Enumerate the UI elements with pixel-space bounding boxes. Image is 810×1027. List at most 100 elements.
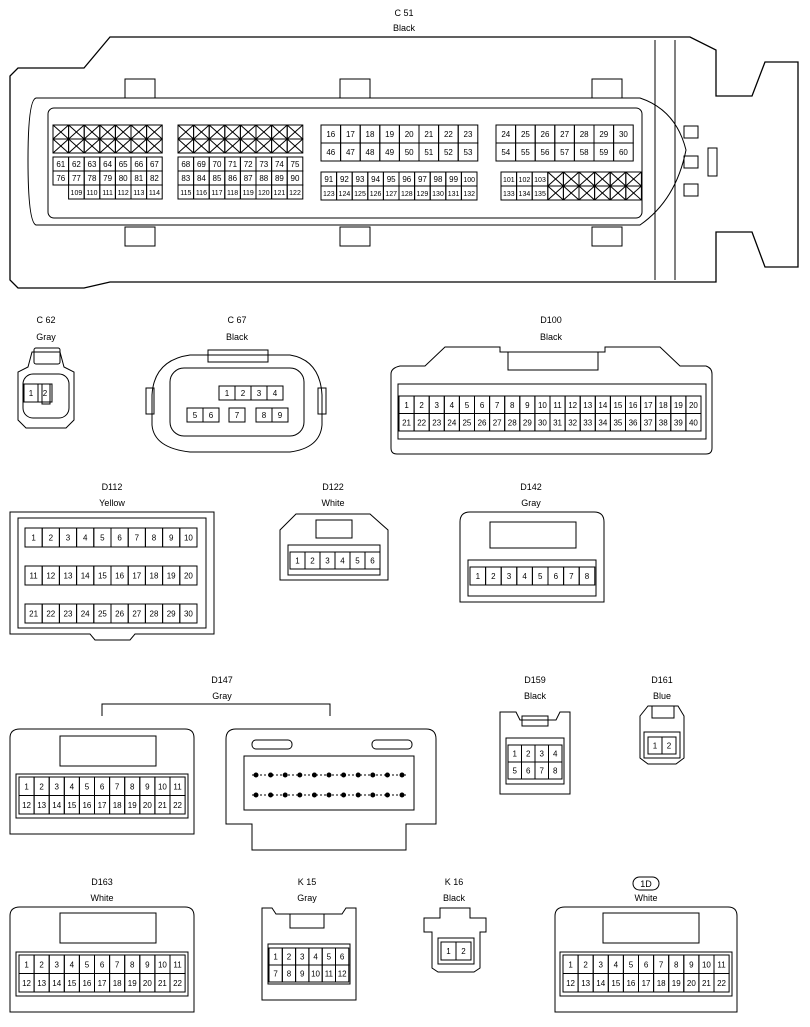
pin-cavity — [335, 964, 350, 983]
pin-number: 1 — [29, 389, 34, 398]
pin-number: 116 — [196, 190, 207, 197]
pin-number: 80 — [119, 174, 128, 183]
pin-number: 3 — [257, 389, 262, 398]
d147-color: Gray — [212, 691, 232, 701]
pin-dot — [355, 792, 361, 798]
pin-number: 7 — [495, 401, 500, 410]
blocked-cavity-mark — [594, 185, 611, 201]
c51-code: C 51 — [394, 8, 413, 18]
pin-number: 28 — [508, 418, 517, 427]
d163-code: D163 — [91, 877, 113, 887]
pin-number: 3 — [599, 960, 604, 969]
blocked-cavity-mark — [146, 124, 163, 140]
pin-number: 119 — [243, 190, 254, 197]
pin-number: 18 — [113, 979, 122, 988]
pin-number: 8 — [674, 960, 679, 969]
pin-number: 16 — [82, 979, 91, 988]
pin-number: 8 — [287, 970, 292, 979]
pin-number: 10 — [311, 970, 320, 979]
pin-number: 19 — [674, 401, 683, 410]
pin-number: 4 — [70, 782, 75, 791]
pin-number: 16 — [326, 130, 335, 139]
pin-cavity — [286, 184, 304, 200]
pin-number: 15 — [611, 979, 620, 988]
pin-number: 20 — [184, 572, 193, 581]
pin-dot — [282, 792, 288, 798]
pin-number: 1 — [404, 401, 409, 410]
pin-dot — [253, 792, 259, 798]
k16-housing-outline — [423, 907, 487, 973]
pin-number: 4 — [83, 534, 88, 543]
pin-number: 87 — [244, 174, 253, 183]
pin-number: 5 — [629, 960, 634, 969]
pin-number: 10 — [702, 960, 711, 969]
pin-number: 6 — [340, 953, 345, 962]
pin-number: 13 — [581, 979, 590, 988]
c62-latch — [33, 347, 61, 365]
pin-number: 25 — [462, 418, 471, 427]
c1d-code: 1D — [640, 879, 652, 889]
c1d-code-badge — [632, 876, 660, 891]
pin-dot — [297, 792, 303, 798]
d163-face — [15, 951, 189, 997]
pin-number: 62 — [72, 160, 81, 169]
d159-face — [505, 737, 565, 785]
pin-number: 102 — [519, 177, 531, 184]
pin-number: 3 — [55, 782, 60, 791]
k15-face — [267, 943, 351, 985]
pin-number: 21 — [158, 979, 167, 988]
pin-number: 11 — [29, 572, 38, 581]
c51-lock-tab — [591, 226, 623, 247]
pin-number: 7 — [540, 767, 545, 776]
pin-number: 21 — [158, 801, 167, 810]
pin-number: 98 — [434, 175, 443, 184]
pin-number: 17 — [98, 801, 107, 810]
pin-number: 3 — [55, 960, 60, 969]
c62-face — [22, 373, 70, 419]
pin-number: 74 — [275, 160, 284, 169]
pin-number: 129 — [417, 191, 429, 198]
pin-number: 126 — [370, 191, 382, 198]
blocked-cavity-mark — [578, 185, 595, 201]
pin-number: 29 — [599, 130, 608, 139]
pin-number: 21 — [424, 130, 433, 139]
pin-number: 86 — [228, 174, 237, 183]
pin-number: 2 — [43, 389, 48, 398]
d142-code: D142 — [520, 482, 542, 492]
pin-number: 27 — [132, 610, 141, 619]
c51-pin-cavity-frame — [47, 107, 643, 219]
pin-number: 28 — [580, 130, 589, 139]
pin-number: 7 — [659, 960, 664, 969]
pin-number: 14 — [596, 979, 605, 988]
pin-number: 30 — [619, 130, 628, 139]
blocked-cavity-mark — [563, 171, 580, 187]
pin-cavity — [271, 407, 289, 423]
pin-number: 2 — [241, 389, 246, 398]
pin-number: 26 — [478, 418, 487, 427]
pin-cavity — [625, 185, 642, 201]
blocked-cavity-mark — [286, 138, 304, 154]
pin-number: 1 — [295, 557, 300, 566]
blocked-cavity-mark — [547, 171, 564, 187]
pin-number: 28 — [150, 610, 159, 619]
pin-cavity — [685, 413, 702, 432]
c51-side-slot — [683, 183, 699, 197]
c51-lock-tab — [339, 226, 371, 247]
pin-number: 20 — [687, 979, 696, 988]
pin-number: 19 — [128, 801, 137, 810]
blocked-cavity-mark — [255, 124, 272, 140]
pin-number: 12 — [22, 801, 31, 810]
d112-color: Yellow — [99, 498, 125, 508]
pin-number: 69 — [197, 160, 206, 169]
pin-number: 77 — [72, 174, 81, 183]
pin-number: 20 — [405, 130, 414, 139]
d163-latch — [59, 912, 157, 944]
c67-side-tab — [317, 387, 327, 415]
pin-number: 121 — [274, 190, 286, 197]
pin-number: 11 — [717, 960, 726, 969]
